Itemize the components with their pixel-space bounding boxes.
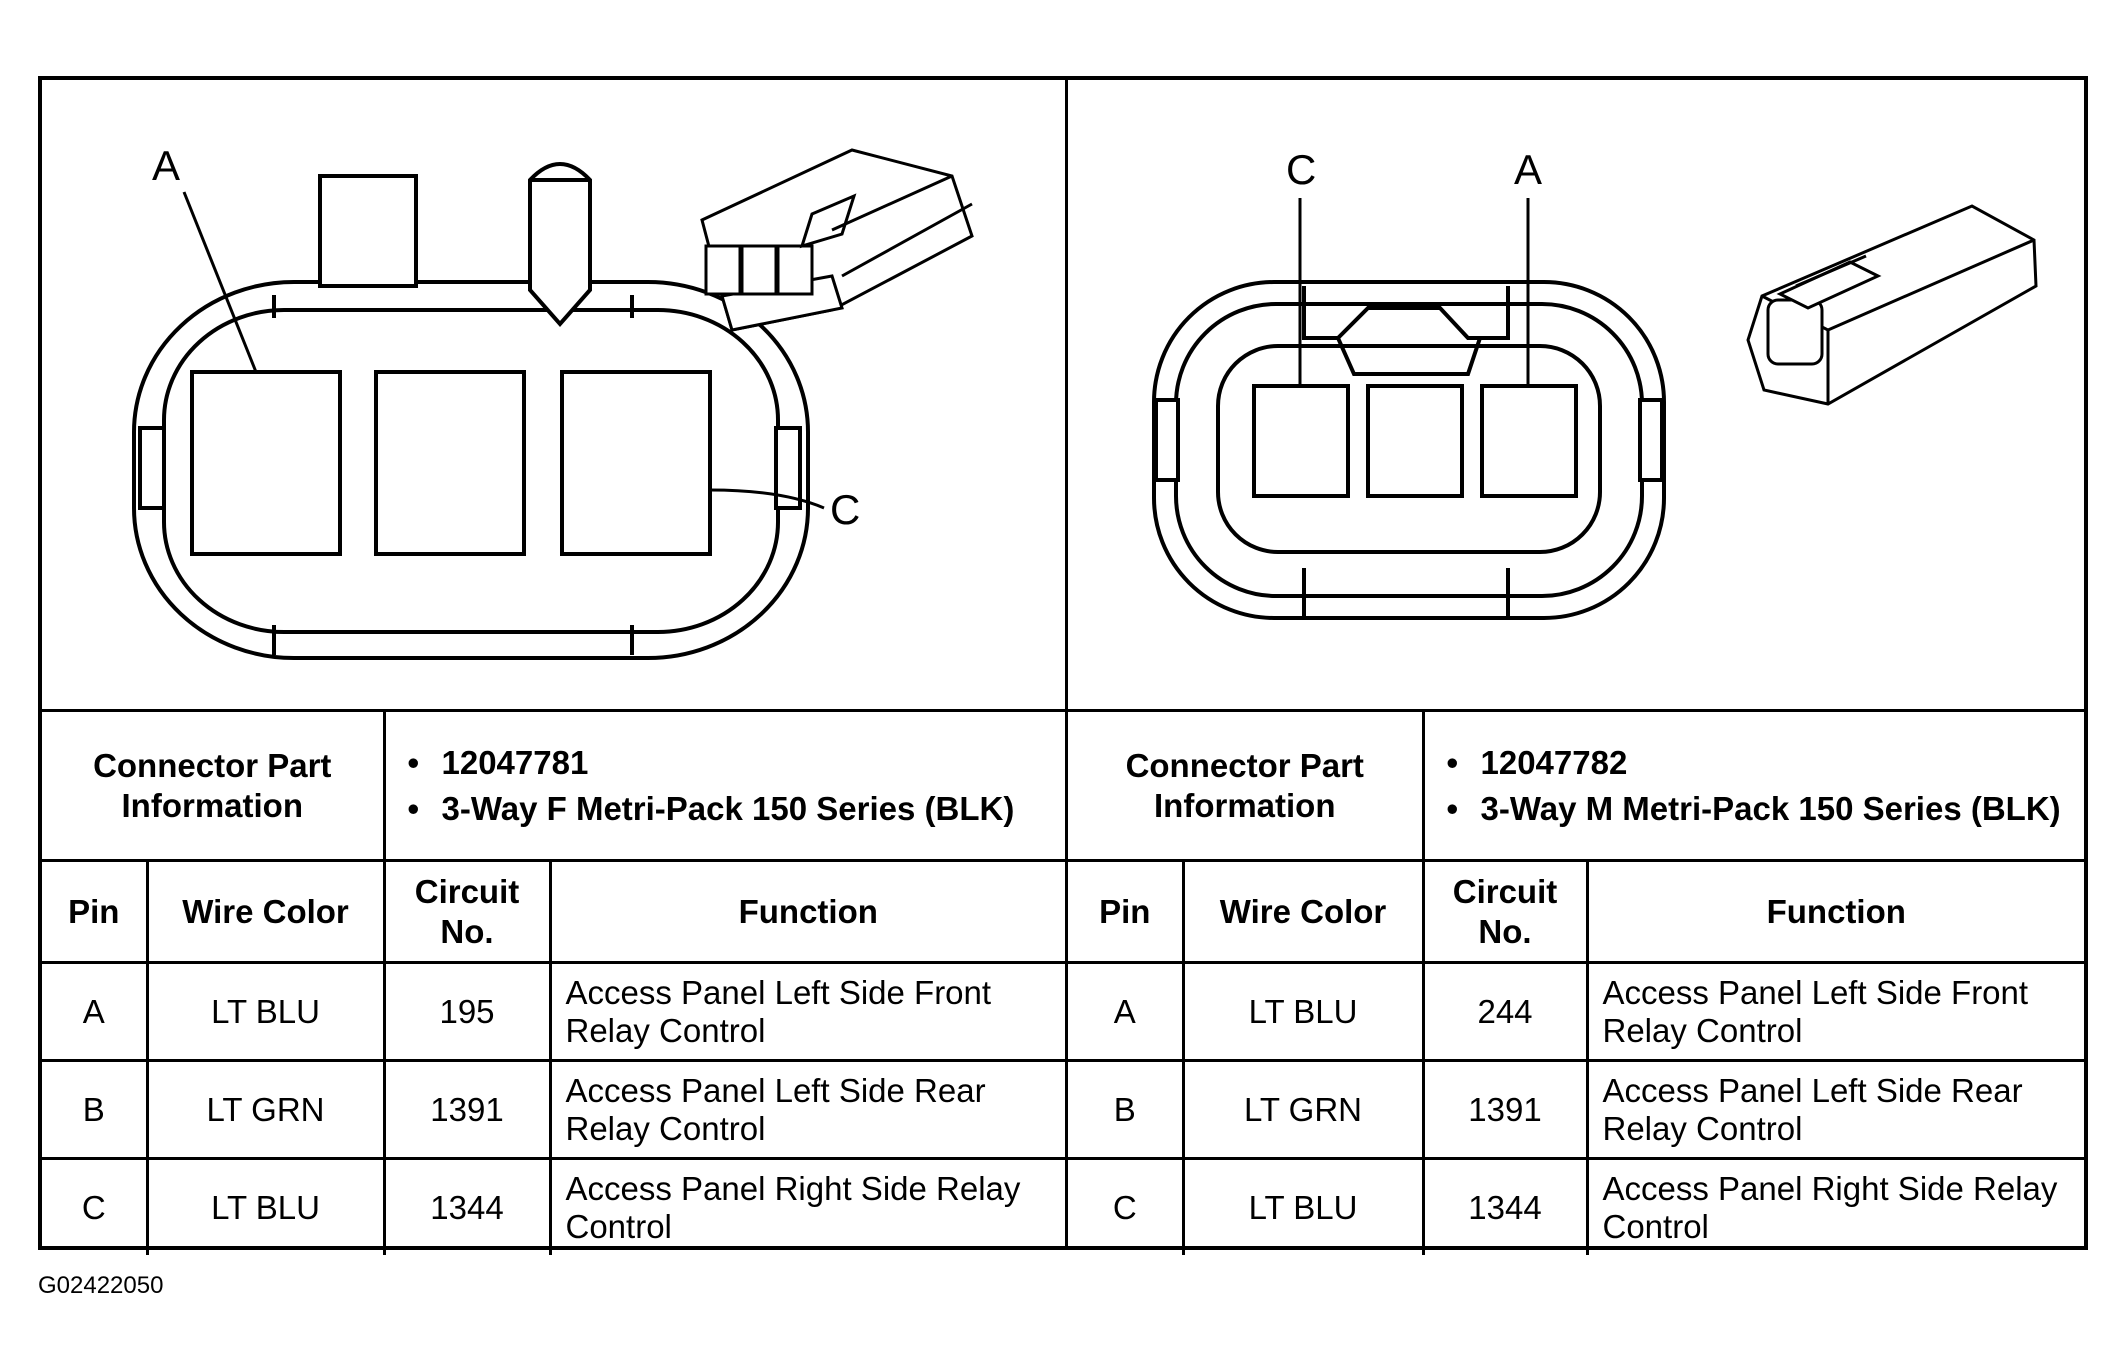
female-info-list: 12047781 3-Way F Metri-Pack 150 Series (… (382, 712, 1065, 862)
table-row: B LT GRN 1391 Access Panel Left Side Rea… (1068, 1059, 2084, 1160)
male-callout-c: C (1286, 146, 1316, 193)
male-housing-outer (1152, 280, 1666, 620)
circuit-cell: 244 (1421, 961, 1589, 1062)
circuit-cell: 1391 (382, 1059, 552, 1160)
female-connector-illustration: A C (132, 142, 974, 660)
female-part-description: 3-Way F Metri-Pack 150 Series (BLK) (408, 789, 1058, 829)
function-cell: Access Panel Left Side Rear Relay Contro… (548, 1059, 1065, 1160)
female-connector-perspective-icon (700, 148, 974, 332)
female-latch-tab (318, 174, 418, 288)
male-part-number: 12047782 (1447, 743, 2077, 783)
female-housing-inner (162, 308, 780, 634)
male-info-list: 12047782 3-Way M Metri-Pack 150 Series (… (1421, 712, 2084, 862)
wire-color-cell: LT GRN (1181, 1059, 1425, 1160)
female-callout-a: A (152, 142, 180, 189)
circuit-cell: 1344 (1421, 1157, 1589, 1255)
female-part-number: 12047781 (408, 743, 1058, 783)
male-part-description: 3-Way M Metri-Pack 150 Series (BLK) (1447, 789, 2077, 829)
function-cell: Access Panel Right Side Relay Control (1585, 1157, 2084, 1255)
female-key-post (528, 162, 592, 328)
function-cell: Access Panel Left Side Front Relay Contr… (1585, 961, 2084, 1062)
table-row: C LT BLU 1344 Access Panel Right Side Re… (1068, 1157, 2084, 1255)
pin-cell: C (42, 1157, 149, 1255)
pin-cell: C (1068, 1157, 1185, 1255)
male-header-wire-color: Wire Color (1181, 859, 1425, 964)
female-info-row: Connector Part Information 12047781 3-Wa… (42, 712, 1065, 862)
circuit-cell: 1344 (382, 1157, 552, 1255)
wire-color-cell: LT BLU (145, 1157, 386, 1255)
table-row: C LT BLU 1344 Access Panel Right Side Re… (42, 1157, 1065, 1255)
female-connector-panel: A C Connector Part Information 12047781 … (42, 80, 1068, 1255)
figure-id: G02422050 (38, 1272, 164, 1299)
table-row: A LT BLU 195 Access Panel Left Side Fron… (42, 961, 1065, 1062)
function-cell: Access Panel Left Side Front Relay Contr… (548, 961, 1065, 1062)
female-housing-outer (132, 280, 810, 660)
circuit-cell: 195 (382, 961, 552, 1062)
connector-chart-frame: A C Connector Part Information 12047781 … (38, 76, 2088, 1255)
male-header-row: Pin Wire Color Circuit No. Function (1068, 859, 2084, 964)
pin-cell: B (1068, 1059, 1185, 1160)
function-cell: Access Panel Left Side Rear Relay Contro… (1585, 1059, 2084, 1160)
female-header-pin: Pin (42, 859, 149, 964)
female-header-circuit: Circuit No. (382, 859, 552, 964)
female-cavity-b (374, 370, 526, 556)
male-connector-perspective-icon (1746, 204, 2038, 406)
female-cavity-a (190, 370, 342, 556)
function-cell: Access Panel Right Side Relay Control (548, 1157, 1065, 1255)
pin-cell: B (42, 1059, 149, 1160)
female-connector-drawing: A C (42, 80, 1065, 712)
pin-cell: A (1068, 961, 1185, 1062)
wire-color-cell: LT BLU (145, 961, 386, 1062)
male-info-row: Connector Part Information 12047782 3-Wa… (1068, 712, 2084, 862)
male-cavity-c (1252, 384, 1350, 498)
female-callout-c: C (830, 486, 860, 533)
pin-cell: A (42, 961, 149, 1062)
wire-color-cell: LT BLU (1181, 961, 1425, 1062)
circuit-cell: 1391 (1421, 1059, 1589, 1160)
female-pinout-table: Connector Part Information 12047781 3-Wa… (42, 712, 1065, 1255)
male-cavity-b (1366, 384, 1464, 498)
male-connector-illustration: C A (1152, 146, 2038, 620)
male-pinout-table: Connector Part Information 12047782 3-Wa… (1068, 712, 2084, 1255)
male-header-circuit: Circuit No. (1421, 859, 1589, 964)
wire-color-cell: LT BLU (1181, 1157, 1425, 1255)
table-row: B LT GRN 1391 Access Panel Left Side Rea… (42, 1059, 1065, 1160)
male-connector-panel: C A Connector Part Information 12047782 … (1068, 80, 2084, 1255)
male-info-label: Connector Part Information (1068, 712, 1425, 862)
male-connector-drawing: C A (1068, 80, 2084, 712)
male-header-pin: Pin (1068, 859, 1185, 964)
table-row: A LT BLU 244 Access Panel Left Side Fron… (1068, 961, 2084, 1062)
female-header-function: Function (548, 859, 1065, 964)
male-callout-a: A (1514, 146, 1542, 193)
female-header-row: Pin Wire Color Circuit No. Function (42, 859, 1065, 964)
male-cavity-a (1480, 384, 1578, 498)
wire-color-cell: LT GRN (145, 1059, 386, 1160)
female-cavity-c (560, 370, 712, 556)
male-housing-inner (1216, 344, 1602, 554)
female-header-wire-color: Wire Color (145, 859, 386, 964)
female-info-label: Connector Part Information (42, 712, 386, 862)
male-header-function: Function (1585, 859, 2084, 964)
